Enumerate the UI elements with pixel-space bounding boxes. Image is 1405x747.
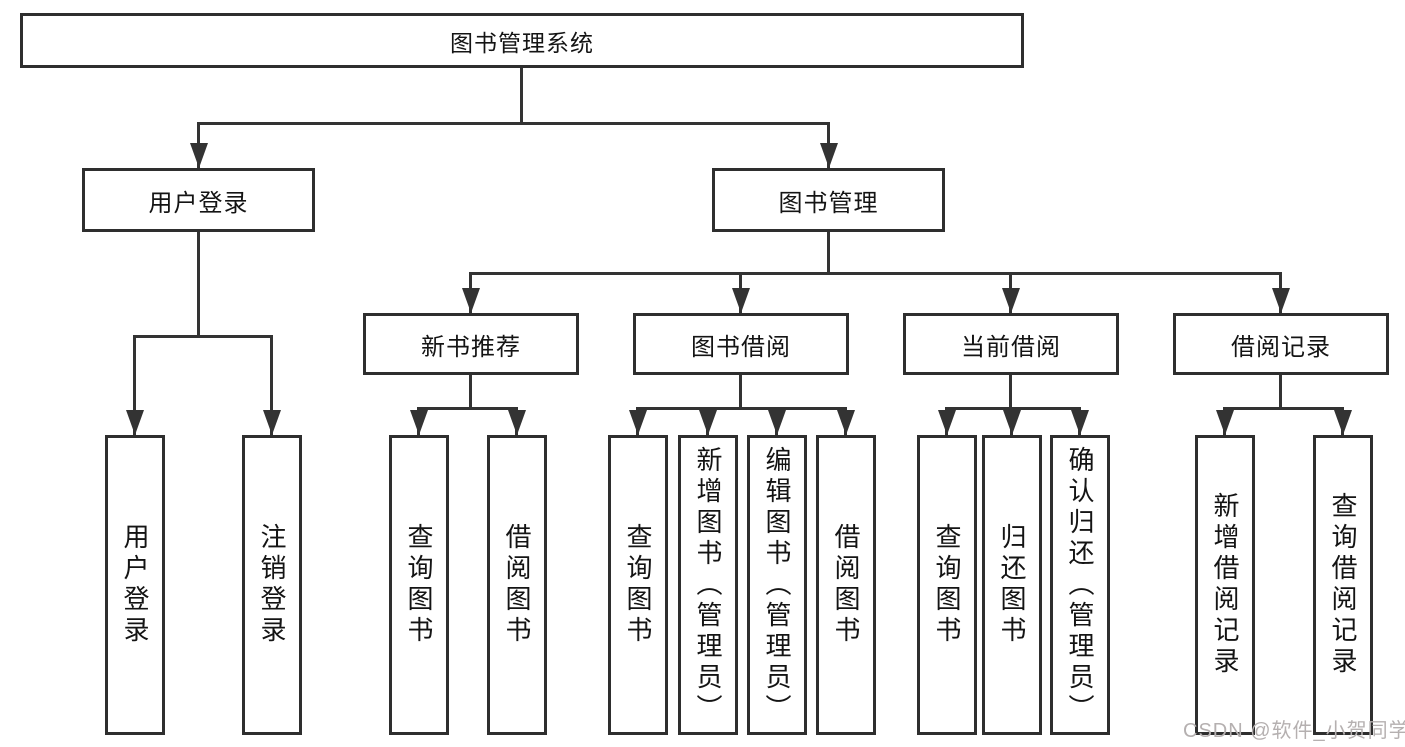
connector-arrow-down: [1078, 407, 1081, 435]
leaf-query-books-3: 查询图书: [917, 435, 977, 735]
leaf-label: 编辑图书（管理员）: [762, 445, 792, 725]
node-book-management: 图书管理: [712, 168, 945, 232]
connector-arrow-down: [945, 407, 948, 435]
connector-vline: [520, 68, 523, 122]
connector-hline: [1223, 407, 1343, 410]
leaf-logout: 注销登录: [242, 435, 302, 735]
node-label: 新书推荐: [421, 333, 521, 361]
connector-vline: [827, 232, 830, 272]
connector-arrow-down: [133, 335, 136, 435]
leaf-label: 借阅图书: [831, 523, 861, 647]
connector-hline: [197, 122, 830, 125]
connector-vline: [469, 375, 472, 407]
connector-hline: [636, 407, 846, 410]
connector-hline: [417, 407, 517, 410]
leaf-label: 查询图书: [623, 523, 653, 647]
node-current-borrow: 当前借阅: [903, 313, 1119, 375]
connector-arrow-down: [417, 407, 420, 435]
leaf-return-books: 归还图书: [982, 435, 1042, 735]
node-label: 当前借阅: [961, 333, 1061, 361]
leaf-label: 归还图书: [997, 523, 1027, 647]
connector-vline: [739, 375, 742, 407]
leaf-user-login: 用户登录: [105, 435, 165, 735]
leaf-label: 注销登录: [257, 523, 287, 647]
connector-arrow-down: [775, 407, 778, 435]
connector-arrow-down: [1010, 407, 1013, 435]
node-book-borrow: 图书借阅: [633, 313, 849, 375]
connector-arrow-down: [1223, 407, 1226, 435]
leaf-label: 新增借阅记录: [1210, 492, 1240, 678]
leaf-query-borrow-record: 查询借阅记录: [1313, 435, 1373, 735]
leaf-query-books: 查询图书: [389, 435, 449, 735]
connector-arrow-down: [515, 407, 518, 435]
node-user-login: 用户登录: [82, 168, 315, 232]
leaf-borrow-books: 借阅图书: [487, 435, 547, 735]
leaf-label: 查询图书: [932, 523, 962, 647]
node-label: 图书借阅: [691, 333, 791, 361]
connector-arrow-down: [469, 272, 472, 313]
node-label: 借阅记录: [1231, 333, 1331, 361]
connector-hline: [133, 335, 273, 338]
leaf-borrow-books-2: 借阅图书: [816, 435, 876, 735]
connector-vline: [197, 232, 200, 335]
connector-arrow-down: [197, 122, 200, 168]
connector-arrow-down: [1341, 407, 1344, 435]
connector-arrow-down: [706, 407, 709, 435]
watermark-text: CSDN @软件_小贺同学: [1183, 720, 1405, 742]
connector-hline: [469, 272, 1282, 275]
leaf-label: 查询借阅记录: [1328, 492, 1358, 678]
connector-arrow-down: [739, 272, 742, 313]
leaf-label: 借阅图书: [502, 523, 532, 647]
connector-arrow-down: [1279, 272, 1282, 313]
node-label: 用户登录: [148, 189, 249, 217]
leaf-label: 查询图书: [404, 523, 434, 647]
connector-arrow-down: [844, 407, 847, 435]
connector-vline: [1009, 375, 1012, 407]
connector-vline: [1279, 375, 1282, 407]
connector-arrow-down: [827, 122, 830, 168]
node-label: 图书管理系统: [450, 29, 594, 56]
node-system-root: 图书管理系统: [20, 13, 1024, 68]
connector-arrow-down: [636, 407, 639, 435]
leaf-label: 新增图书（管理员）: [693, 445, 723, 725]
node-label: 图书管理: [778, 189, 879, 217]
node-new-book-recommend: 新书推荐: [363, 313, 579, 375]
leaf-edit-books-admin: 编辑图书（管理员）: [747, 435, 807, 735]
leaf-query-books-2: 查询图书: [608, 435, 668, 735]
node-borrow-records: 借阅记录: [1173, 313, 1389, 375]
leaf-label: 确认归还（管理员）: [1065, 445, 1095, 725]
leaf-label: 用户登录: [120, 523, 150, 647]
connector-arrow-down: [1009, 272, 1012, 313]
leaf-confirm-return-admin: 确认归还（管理员）: [1050, 435, 1110, 735]
connector-arrow-down: [270, 335, 273, 435]
leaf-add-books-admin: 新增图书（管理员）: [678, 435, 738, 735]
leaf-add-borrow-record: 新增借阅记录: [1195, 435, 1255, 735]
